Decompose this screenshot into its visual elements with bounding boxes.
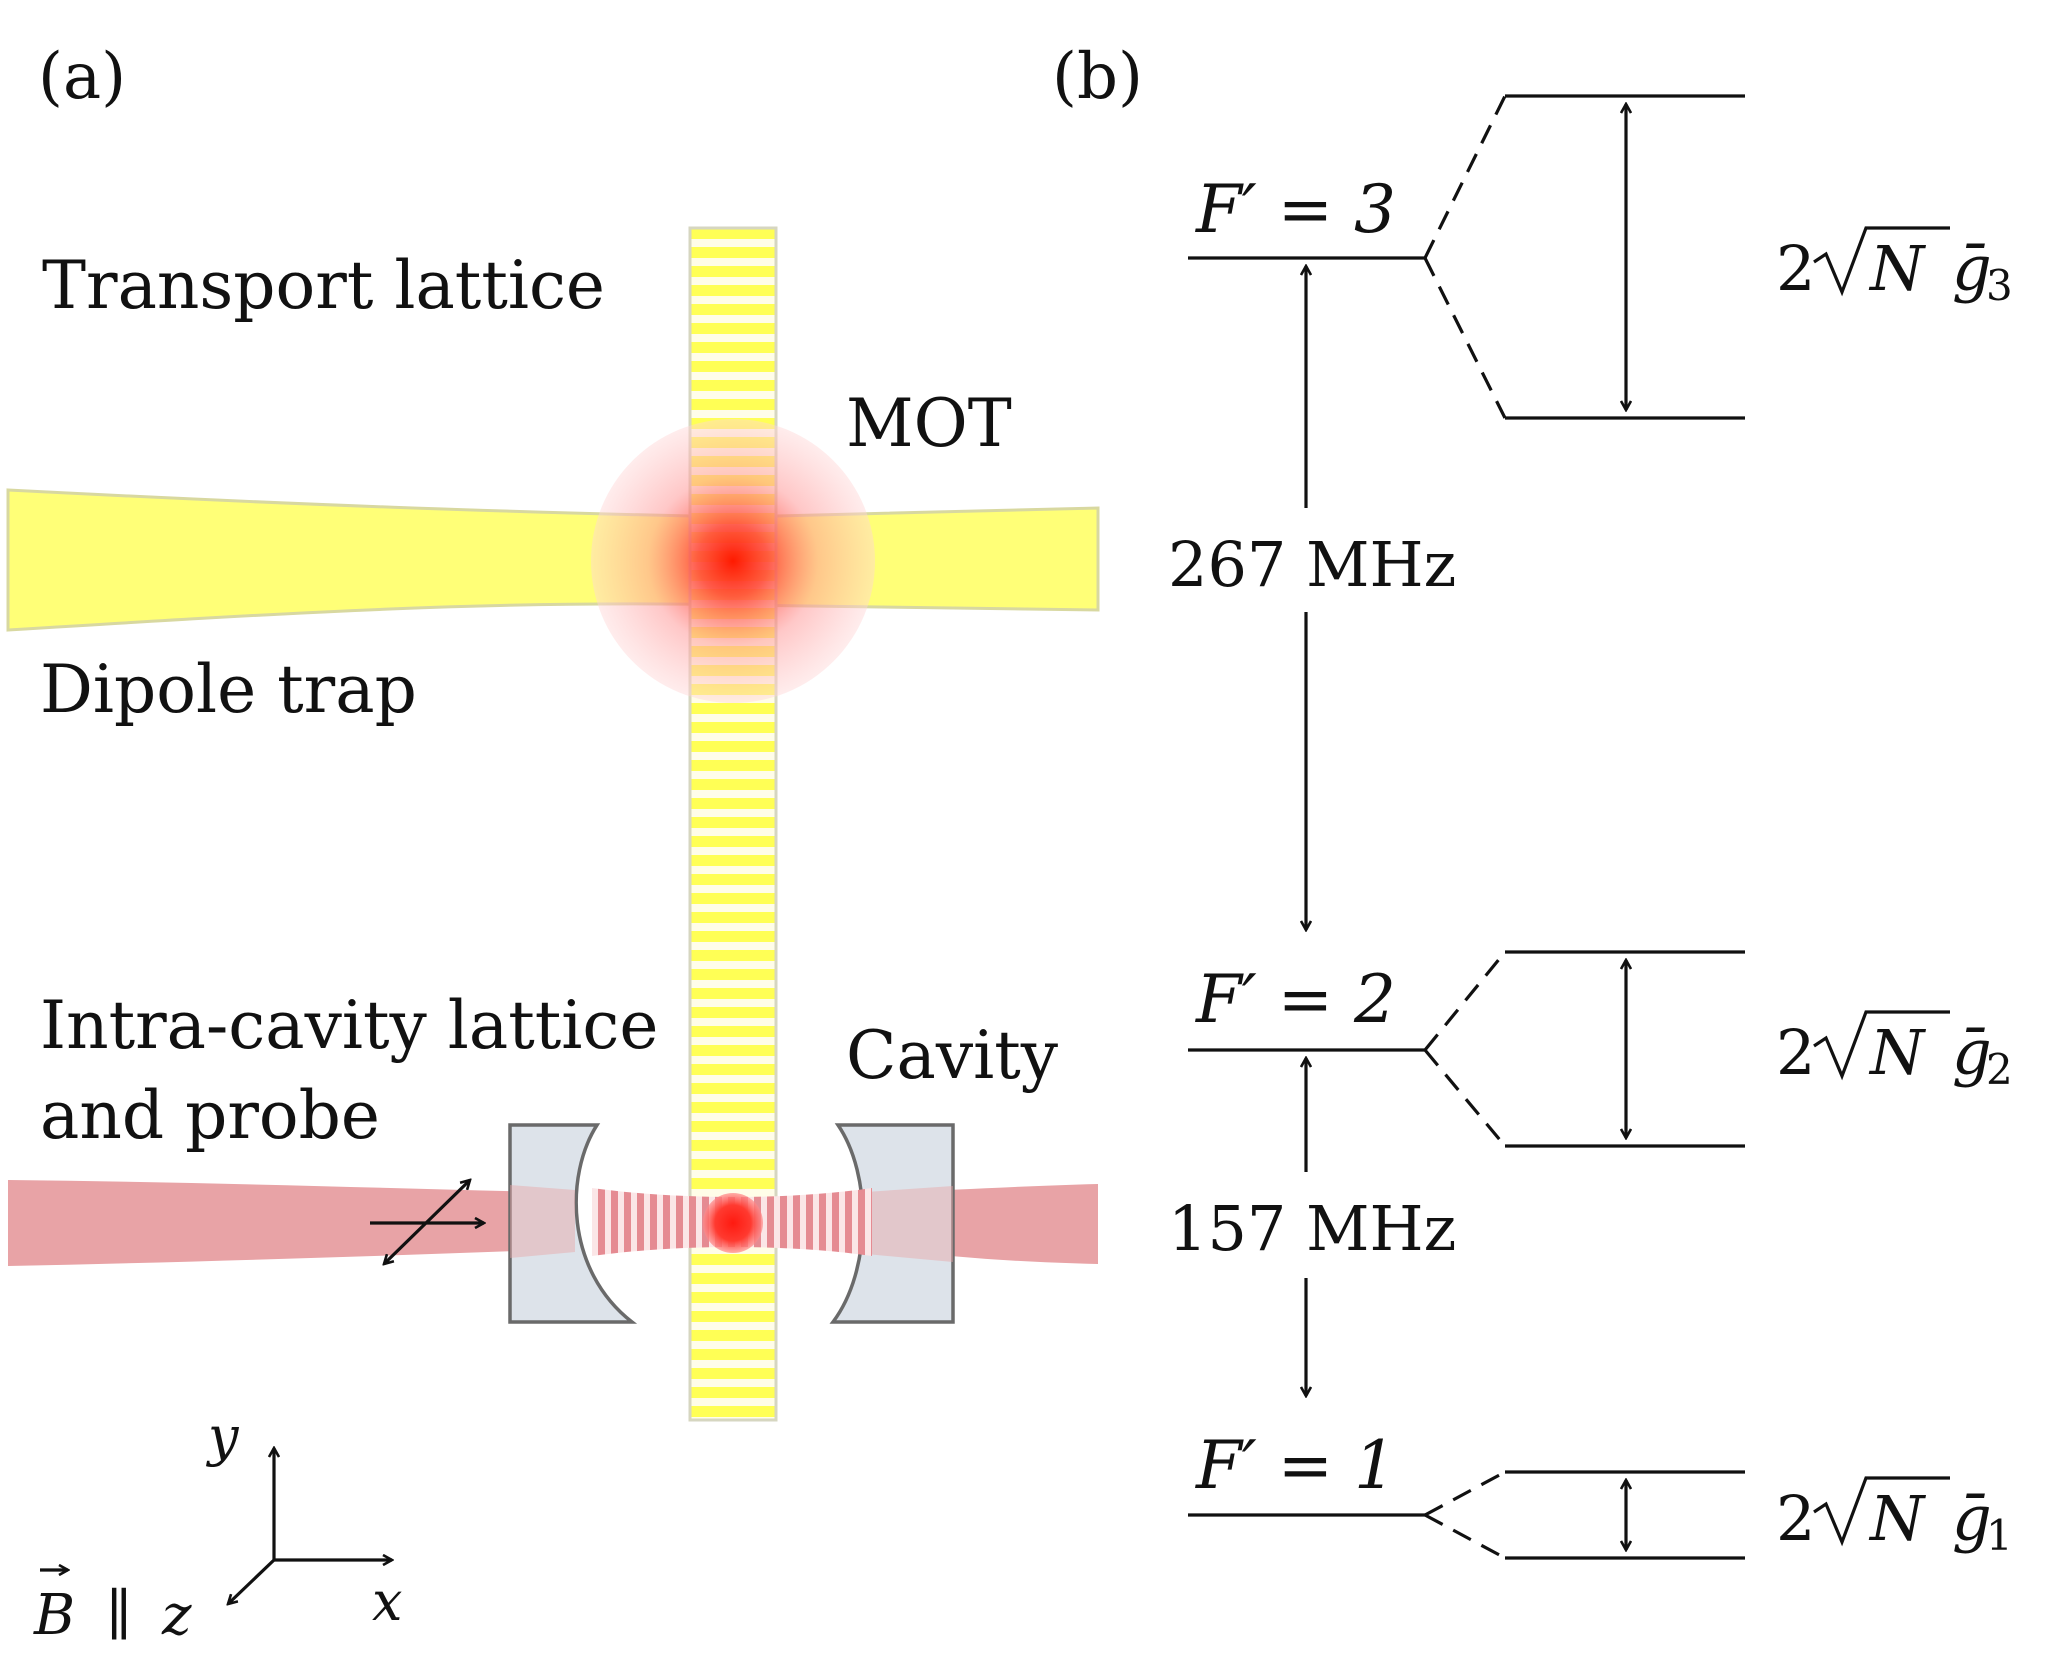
spacing-lower-label: 157 MHz — [1168, 1192, 1456, 1265]
splitting-var: N — [1868, 1482, 1927, 1555]
axis-z-arrow — [228, 1558, 276, 1604]
field-z-symbol: z — [161, 1583, 192, 1648]
level-f3-split-lower — [1423, 257, 1507, 419]
level-f3-split-upper — [1423, 95, 1507, 259]
probe-in-mirror-left — [510, 1185, 575, 1258]
intracavity-label-line1: Intra-cavity lattice — [40, 987, 658, 1064]
probe-in-mirror-right — [866, 1186, 953, 1262]
level-f2-split-lower — [1423, 1048, 1507, 1148]
field-direction-label: B ∥ z — [33, 1570, 192, 1648]
level-f3: F′ = 3 2 N ḡ 3 — [1188, 94, 2013, 420]
sqrt-icon — [1813, 1476, 1950, 1547]
splitting-prefix: 2 — [1776, 1482, 1815, 1555]
level-f3-splitting-label: 2 N ḡ 3 — [1776, 226, 2013, 310]
splitting-prefix: 2 — [1776, 232, 1815, 305]
transport-lattice-label: Transport lattice — [42, 247, 605, 324]
field-b-symbol: B — [33, 1583, 75, 1648]
level-f2-label: F′ = 2 — [1195, 961, 1396, 1038]
level-f1-split-lower — [1424, 1513, 1506, 1560]
splitting-sub: 2 — [1986, 1045, 2013, 1094]
level-f2-splitting-label: 2 N ḡ 2 — [1776, 1010, 2013, 1094]
panel-a-label: (a) — [38, 40, 126, 114]
level-f1-splitting-label: 2 N ḡ 1 — [1776, 1476, 2013, 1560]
polarization-arrow — [384, 1180, 470, 1264]
level-f2: F′ = 2 2 N ḡ 2 — [1188, 950, 2013, 1148]
mot-cloud — [591, 419, 875, 703]
field-parallel-symbol: ∥ — [106, 1583, 132, 1648]
sqrt-icon — [1813, 226, 1950, 297]
cavity-mirror-left — [508, 1123, 638, 1324]
panel-b: (b) F′ = 3 2 N ḡ 3 F′ — [1052, 40, 2013, 1560]
axis-y-label: y — [206, 1405, 240, 1468]
level-f1: F′ = 1 2 N ḡ 1 — [1188, 1427, 2013, 1560]
level-f3-label: F′ = 3 — [1195, 171, 1396, 248]
splitting-g: ḡ — [1952, 232, 1992, 305]
cavity-atoms — [703, 1193, 763, 1253]
dipole-trap-label: Dipole trap — [40, 651, 417, 728]
splitting-sub: 1 — [1986, 1511, 2013, 1560]
level-f1-split-upper — [1424, 1470, 1506, 1517]
splitting-var: N — [1868, 232, 1927, 305]
cavity-label: Cavity — [846, 1017, 1059, 1094]
splitting-g: ḡ — [1952, 1482, 1992, 1555]
spacing-upper-label: 267 MHz — [1168, 528, 1456, 601]
dipole-trap-beam — [6, 488, 1100, 632]
panel-a: (a) y x B ∥ z — [6, 40, 1100, 1648]
splitting-prefix: 2 — [1776, 1016, 1815, 1089]
sqrt-icon — [1813, 1010, 1950, 1081]
splitting-g: ḡ — [1952, 1016, 1992, 1089]
panel-b-label: (b) — [1052, 40, 1143, 114]
splitting-var: N — [1868, 1016, 1927, 1089]
axis-x-label: x — [372, 1570, 402, 1633]
level-f2-split-upper — [1423, 950, 1507, 1052]
intracavity-label-line2: and probe — [40, 1077, 380, 1154]
splitting-sub: 3 — [1986, 261, 2013, 310]
level-f1-label: F′ = 1 — [1195, 1427, 1396, 1504]
mot-label: MOT — [846, 385, 1012, 462]
